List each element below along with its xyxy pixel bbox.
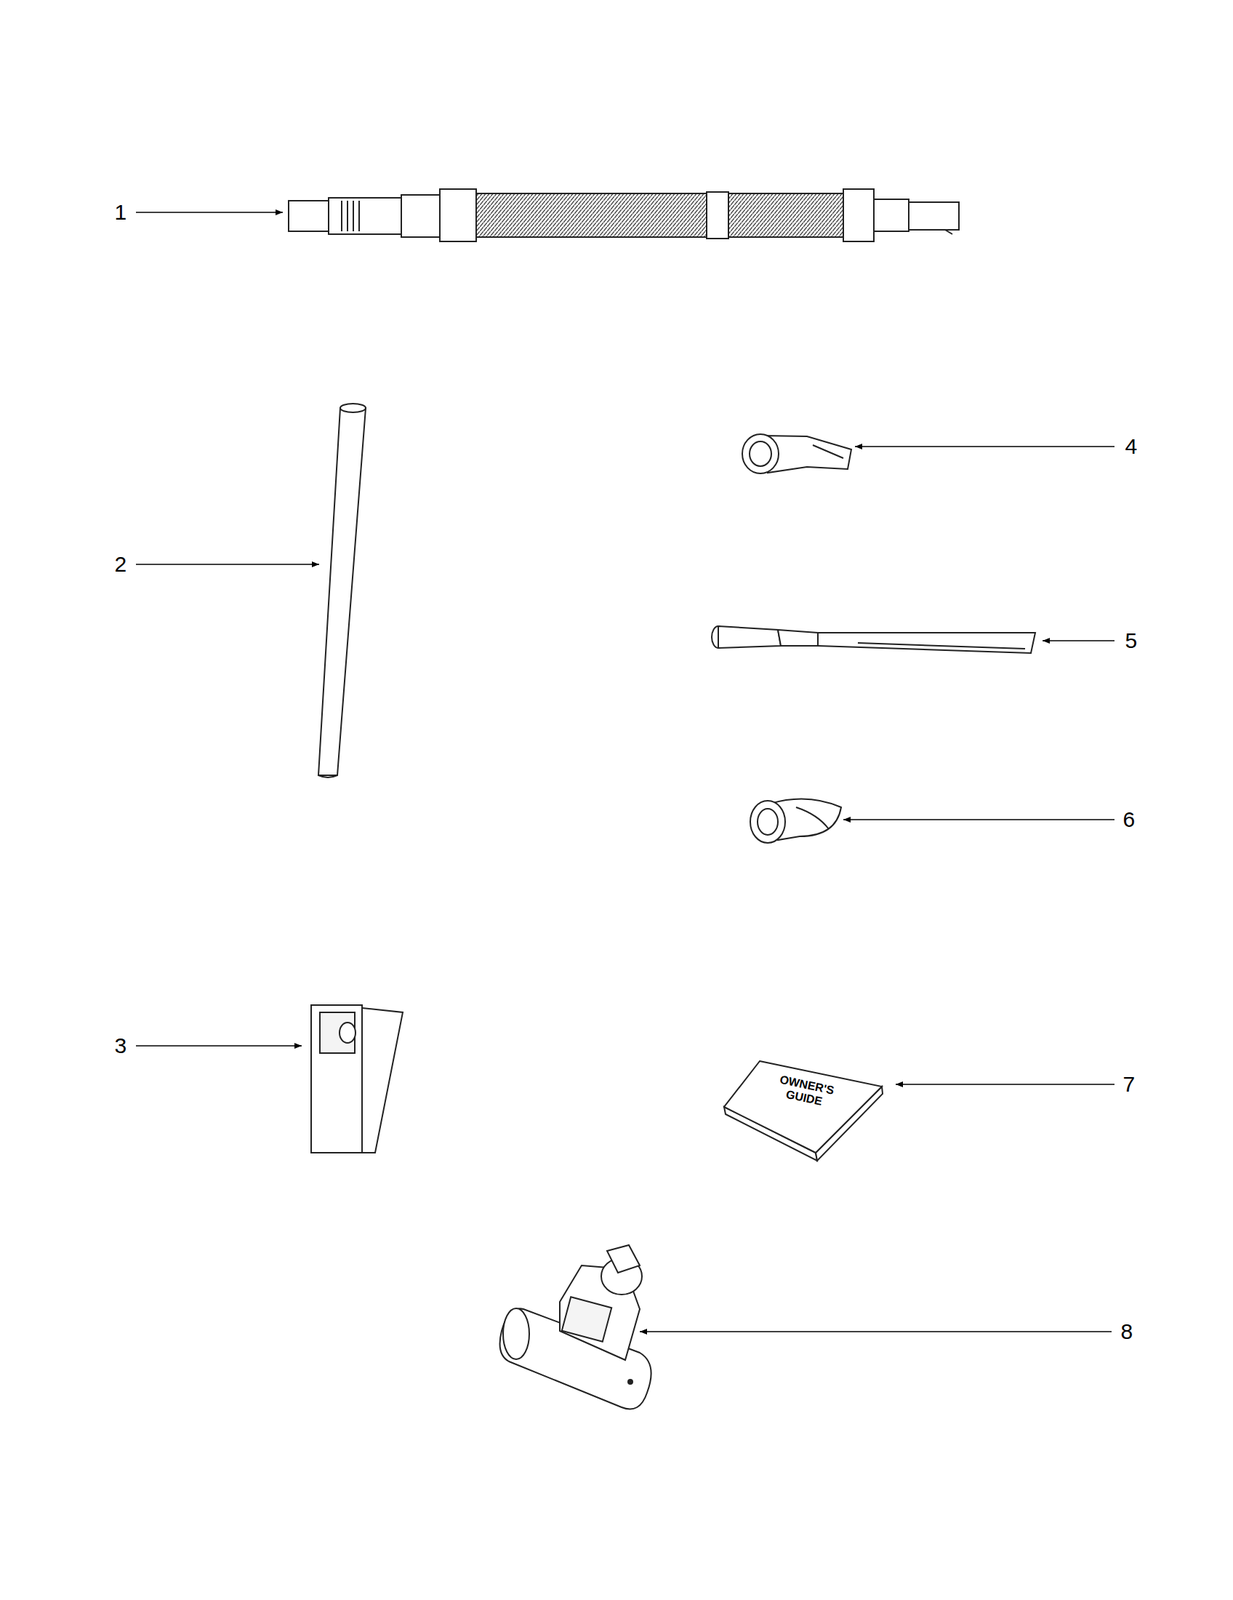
parts	[288, 189, 1036, 1409]
dusting-brush	[750, 798, 842, 843]
callout-number: 2	[114, 553, 128, 576]
callout-number: 8	[1121, 1320, 1134, 1343]
callout-number: 4	[1125, 435, 1138, 458]
dust-bag	[311, 1004, 403, 1153]
crevice-tool	[711, 625, 1036, 653]
hose	[288, 189, 959, 242]
owners-guide-book	[724, 1060, 883, 1161]
callout-number: 1	[114, 201, 128, 224]
upholstery-nozzle	[742, 434, 852, 474]
leader-lines	[135, 212, 1115, 1332]
callout-number: 6	[1123, 808, 1136, 831]
callout-number: 5	[1125, 629, 1138, 652]
wand-tube	[318, 403, 366, 778]
turbo-brush	[500, 1244, 652, 1409]
callout-number: 7	[1123, 1073, 1136, 1095]
callout-number: 3	[114, 1034, 128, 1057]
